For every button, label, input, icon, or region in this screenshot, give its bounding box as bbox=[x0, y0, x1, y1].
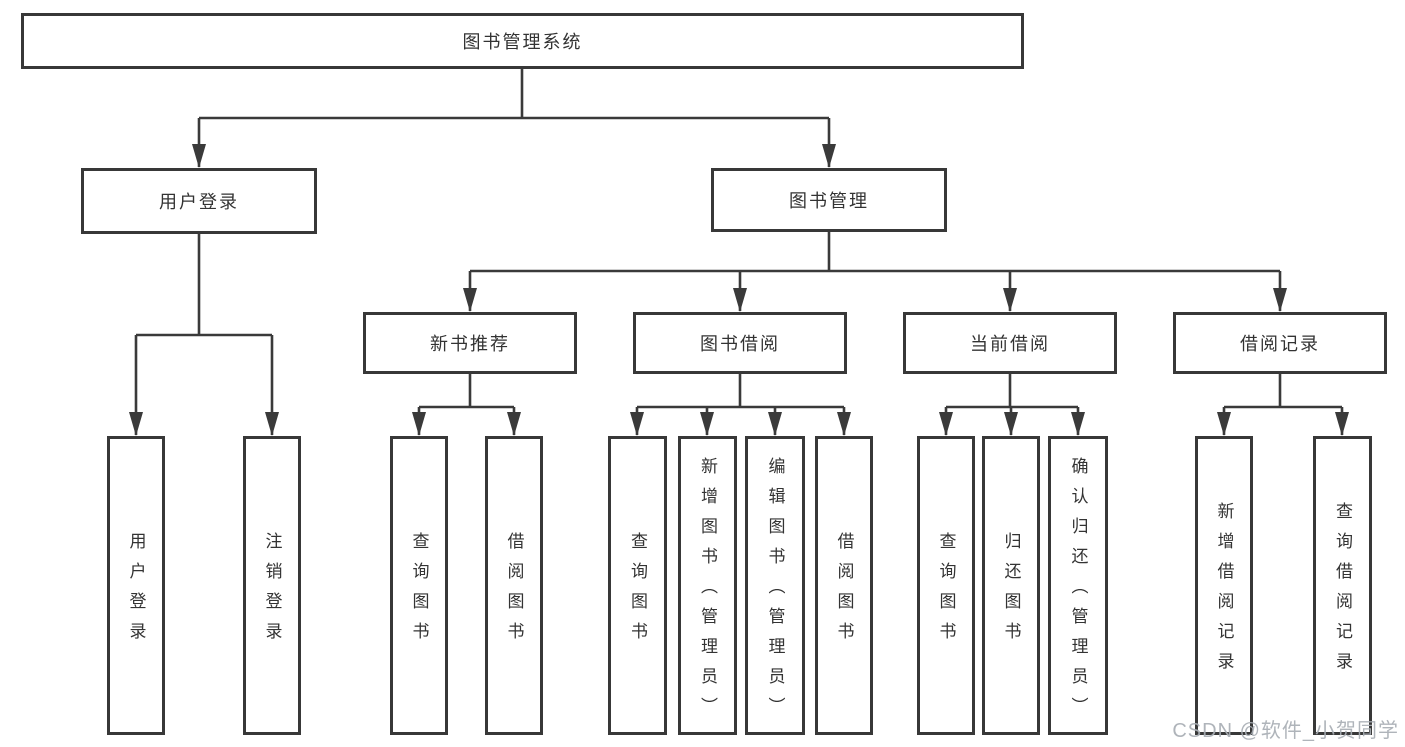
csdn-watermark: CSDN @软件_小贺同学 bbox=[1172, 720, 1399, 742]
node-user-login: 用户登录 bbox=[81, 168, 317, 234]
connector-book-borrow-branch bbox=[630, 374, 851, 436]
leaf-records-add-borrow-record: 新增借阅记录 bbox=[1195, 436, 1253, 735]
leaf-recommend-query-books-label: 查询图书 bbox=[409, 532, 429, 652]
connector-current-borrow-branch bbox=[939, 374, 1085, 436]
leaf-borrow-add-books-admin-label: 新增图书（管理员） bbox=[698, 457, 717, 727]
leaf-current-confirm-return-admin-label: 确认归还（管理员） bbox=[1068, 457, 1088, 727]
leaf-current-return-books: 归还图书 bbox=[982, 436, 1040, 735]
node-borrow-records-label: 借阅记录 bbox=[1240, 334, 1320, 354]
leaf-borrow-edit-books-admin-label: 编辑图书（管理员） bbox=[765, 457, 785, 727]
leaf-borrow-query-books-label: 查询图书 bbox=[628, 532, 647, 652]
leaf-current-query-books: 查询图书 bbox=[917, 436, 975, 735]
connector-root-to-level2 bbox=[192, 69, 836, 168]
node-current-borrow-label: 当前借阅 bbox=[970, 334, 1050, 354]
node-user-login-label: 用户登录 bbox=[159, 192, 239, 212]
leaf-records-add-borrow-record-label: 新增借阅记录 bbox=[1214, 502, 1234, 682]
leaf-recommend-query-books: 查询图书 bbox=[390, 436, 448, 735]
node-book-management-label: 图书管理 bbox=[789, 191, 869, 211]
node-borrow-records: 借阅记录 bbox=[1173, 312, 1387, 374]
node-new-book-recommend: 新书推荐 bbox=[363, 312, 577, 374]
node-library-management-system: 图书管理系统 bbox=[21, 13, 1024, 69]
connector-book-management-branch bbox=[463, 232, 1287, 312]
leaf-logout: 注销登录 bbox=[243, 436, 301, 735]
connector-user-login-branch bbox=[129, 234, 279, 436]
leaf-current-return-books-label: 归还图书 bbox=[1001, 532, 1021, 652]
leaf-logout-label: 注销登录 bbox=[262, 532, 282, 652]
node-library-management-system-label: 图书管理系统 bbox=[462, 32, 583, 52]
leaf-borrow-edit-books-admin: 编辑图书（管理员） bbox=[745, 436, 805, 735]
node-current-borrow: 当前借阅 bbox=[903, 312, 1117, 374]
connector-new-book-recommend-branch bbox=[412, 374, 521, 436]
leaf-records-query-borrow-record-label: 查询借阅记录 bbox=[1333, 502, 1352, 682]
leaf-recommend-borrow-books: 借阅图书 bbox=[485, 436, 543, 735]
node-book-borrow-label: 图书借阅 bbox=[700, 334, 780, 354]
node-book-borrow: 图书借阅 bbox=[633, 312, 847, 374]
leaf-borrow-add-books-admin: 新增图书（管理员） bbox=[678, 436, 737, 735]
leaf-borrow-borrow-books: 借阅图书 bbox=[815, 436, 873, 735]
leaf-user-login: 用户登录 bbox=[107, 436, 165, 735]
leaf-borrow-query-books: 查询图书 bbox=[608, 436, 667, 735]
connector-borrow-records-branch bbox=[1217, 374, 1349, 436]
leaf-current-confirm-return-admin: 确认归还（管理员） bbox=[1048, 436, 1108, 735]
leaf-user-login-label: 用户登录 bbox=[126, 532, 146, 652]
leaf-records-query-borrow-record: 查询借阅记录 bbox=[1313, 436, 1372, 735]
node-new-book-recommend-label: 新书推荐 bbox=[430, 334, 510, 354]
node-book-management: 图书管理 bbox=[711, 168, 947, 232]
leaf-borrow-borrow-books-label: 借阅图书 bbox=[834, 532, 854, 652]
leaf-current-query-books-label: 查询图书 bbox=[936, 532, 956, 652]
leaf-recommend-borrow-books-label: 借阅图书 bbox=[504, 532, 524, 652]
